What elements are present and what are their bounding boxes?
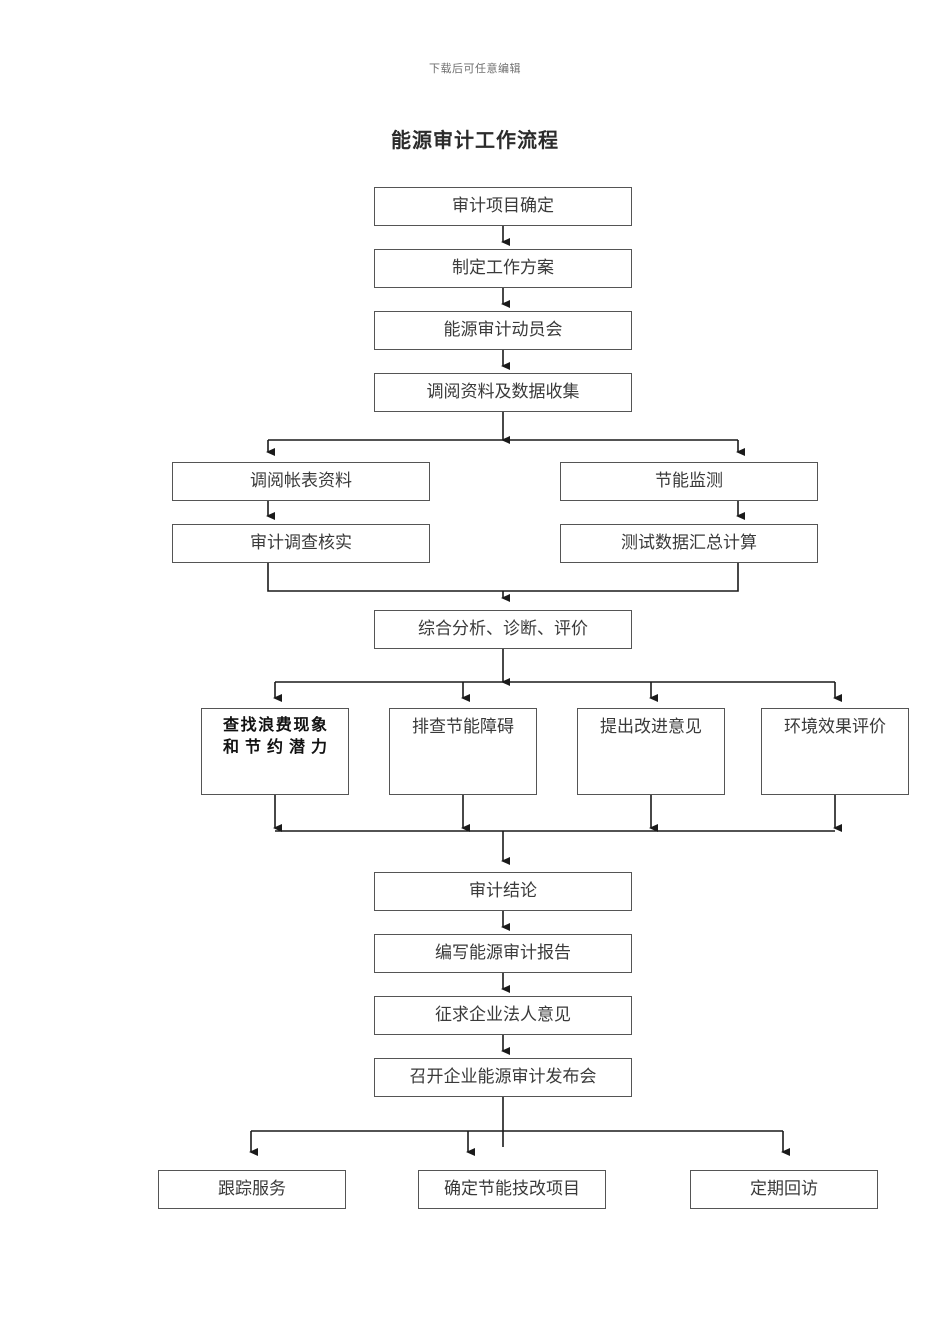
flow-node-label: 确定节能技改项目 [444,1179,580,1199]
flow-node-test-data-aggregation[interactable]: 测试数据汇总计算 [560,524,818,563]
flow-node-mobilization-meeting[interactable]: 能源审计动员会 [374,311,632,350]
flow-node-label: 审计结论 [469,881,537,901]
flow-node-hold-release-conference[interactable]: 召开企业能源审计发布会 [374,1058,632,1097]
flow-node-label: 制定工作方案 [452,258,554,278]
flow-node-audit-conclusion[interactable]: 审计结论 [374,872,632,911]
flow-node-solicit-legal-rep-opinion[interactable]: 征求企业法人意见 [374,996,632,1035]
flow-node-identify-energy-saving-barriers[interactable]: 排查节能障碍 [389,708,537,795]
flow-node-label: 定期回访 [750,1179,818,1199]
flow-node-write-audit-report[interactable]: 编写能源审计报告 [374,934,632,973]
flow-node-environmental-effect-evaluation[interactable]: 环境效果评价 [761,708,909,795]
flow-node-label: 查找浪费现象和节约潜力 [223,717,327,756]
flow-node-comprehensive-analysis[interactable]: 综合分析、诊断、评价 [374,610,632,649]
flow-node-label: 跟踪服务 [218,1179,286,1199]
flow-node-energy-saving-monitoring[interactable]: 节能监测 [560,462,818,501]
flow-node-find-waste-and-saving-potential[interactable]: 查找浪费现象和节约潜力 [201,708,349,795]
flow-node-audit-investigation-verification[interactable]: 审计调查核实 [172,524,430,563]
flow-node-periodic-revisit[interactable]: 定期回访 [690,1170,878,1209]
flow-node-label: 测试数据汇总计算 [621,533,757,553]
flow-node-data-collection[interactable]: 调阅资料及数据收集 [374,373,632,412]
flow-node-label: 审计项目确定 [452,196,554,216]
flow-node-audit-project-determination[interactable]: 审计项目确定 [374,187,632,226]
flow-node-label: 编写能源审计报告 [435,943,571,963]
flow-node-label: 节能监测 [655,471,723,491]
flow-node-label: 调阅资料及数据收集 [426,382,580,402]
flow-node-review-ledger-data[interactable]: 调阅帐表资料 [172,462,430,501]
flow-node-label: 能源审计动员会 [443,320,563,340]
flow-node-label: 召开企业能源审计发布会 [409,1067,597,1087]
flow-node-label: 排查节能障碍 [412,717,514,736]
flow-node-work-plan[interactable]: 制定工作方案 [374,249,632,288]
document-header-note: 下载后可任意编辑 [429,63,521,75]
flow-node-label: 征求企业法人意见 [435,1005,571,1025]
flow-node-label: 调阅帐表资料 [250,471,352,491]
flow-node-follow-up-service[interactable]: 跟踪服务 [158,1170,346,1209]
flow-node-propose-improvements[interactable]: 提出改进意见 [577,708,725,795]
flow-node-label: 提出改进意见 [600,717,702,736]
flow-node-determine-retrofit-projects[interactable]: 确定节能技改项目 [418,1170,606,1209]
flow-node-label: 综合分析、诊断、评价 [418,619,588,639]
page-title: 能源审计工作流程 [391,130,559,152]
flow-node-label: 环境效果评价 [784,717,886,736]
flow-node-label: 审计调查核实 [250,533,352,553]
